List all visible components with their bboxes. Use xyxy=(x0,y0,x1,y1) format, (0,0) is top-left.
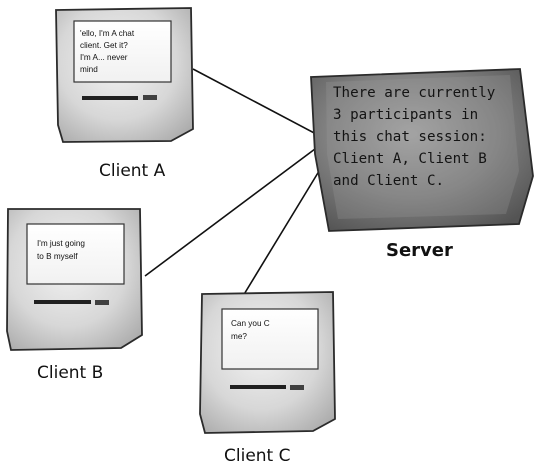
server-message-line-2: 3 participants in xyxy=(333,107,478,123)
server-box xyxy=(310,68,534,232)
client-c-label: Client C xyxy=(224,446,291,463)
client-a-power-light xyxy=(143,95,157,100)
client-b-screen xyxy=(26,223,125,285)
client-c-node: Can you C me? Client C xyxy=(199,291,336,463)
client-c-drive-slot xyxy=(230,385,286,389)
link-client-a-server xyxy=(192,68,319,136)
client-a-screen xyxy=(73,20,172,83)
client-a-label: Client A xyxy=(99,161,166,181)
client-c-power-light xyxy=(290,385,304,390)
client-b-power-light xyxy=(95,300,109,305)
link-client-b-server xyxy=(144,142,324,277)
client-a-drive-slot xyxy=(82,96,138,100)
server-message-line-3: this chat session: xyxy=(333,129,487,145)
client-c-message-line-1: Can you C xyxy=(231,319,270,328)
client-b-drive-slot xyxy=(34,300,91,304)
network-links xyxy=(144,68,328,297)
server-message-line-4: Client A, Client B xyxy=(333,151,487,167)
server-message-line-5: and Client C. xyxy=(333,173,444,189)
client-c-screen xyxy=(221,308,319,370)
server-message: There are currently 3 participants in th… xyxy=(333,85,495,189)
client-b-node: I'm just going to B myself Client B xyxy=(6,208,143,383)
link-client-c-server xyxy=(242,157,328,297)
client-b-message-line-1: I'm just going xyxy=(37,239,85,248)
server-node: There are currently 3 participants in th… xyxy=(310,68,534,261)
server-label: Server xyxy=(386,240,453,261)
client-a-message-line-1: 'ello, I'm A chat xyxy=(80,29,135,38)
client-a-message-line-3: I'm A... never xyxy=(80,53,128,62)
client-b-label: Client B xyxy=(37,363,103,383)
server-inner-highlight xyxy=(326,75,519,219)
server-message-line-1: There are currently xyxy=(333,85,495,101)
client-c-message-line-2: me? xyxy=(231,332,247,341)
client-a-message-line-4: mind xyxy=(80,65,98,74)
client-a-node: 'ello, I'm A chat client. Get it? I'm A.… xyxy=(55,7,194,181)
client-b-message-line-2: to B myself xyxy=(37,252,78,261)
client-a-message-line-2: client. Get it? xyxy=(80,41,128,50)
